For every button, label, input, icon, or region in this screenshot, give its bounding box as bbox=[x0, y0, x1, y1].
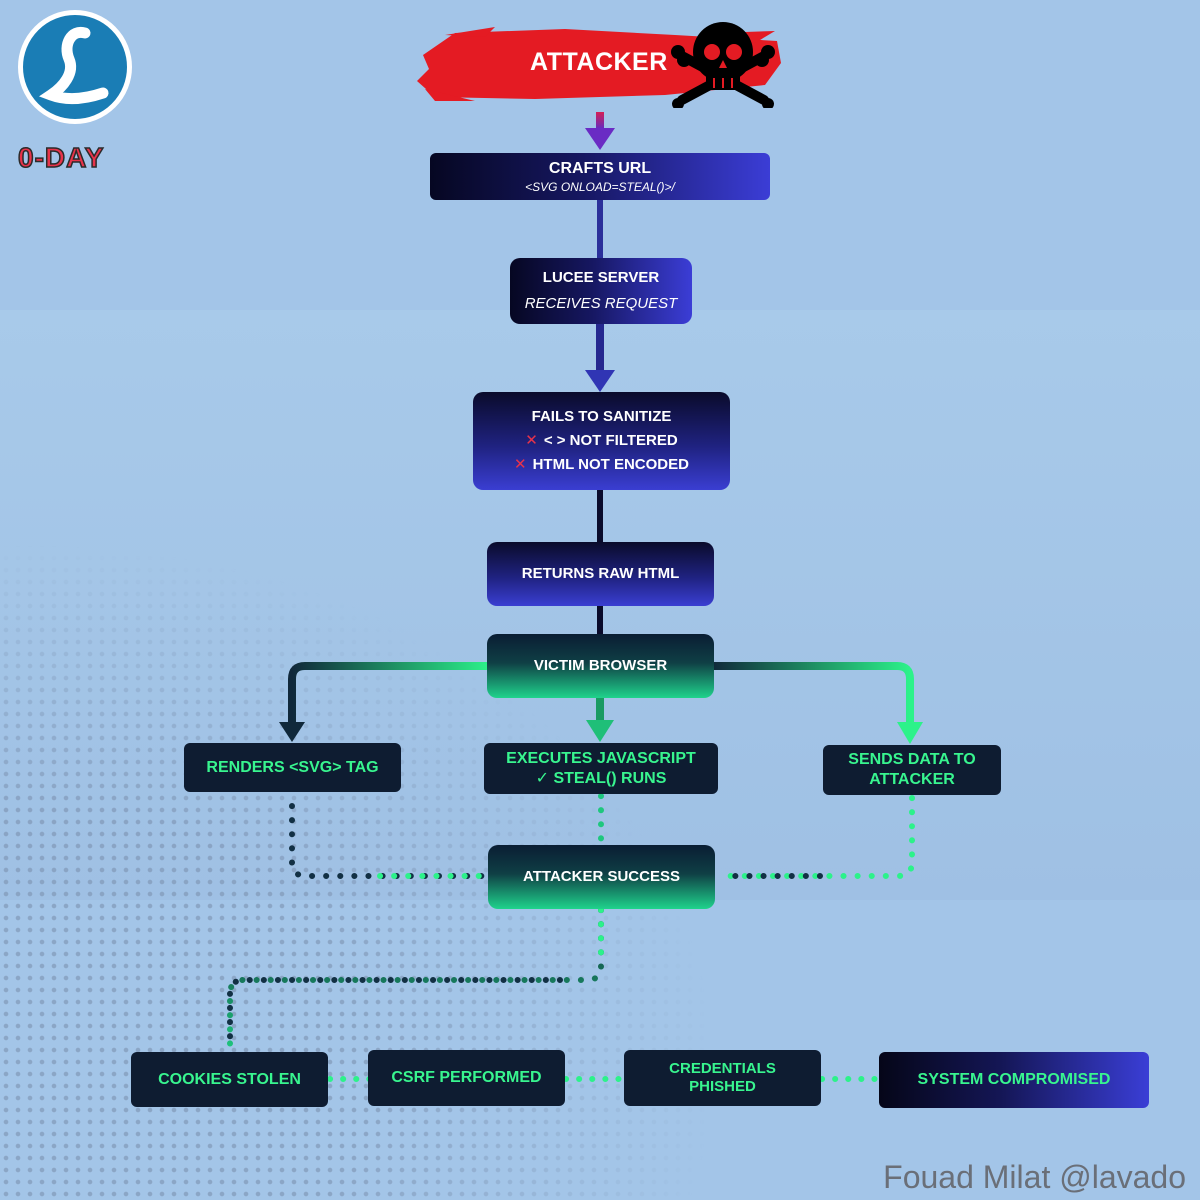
brand-label: 0-DAY bbox=[17, 141, 105, 174]
arrow-browser-to-executes bbox=[586, 698, 614, 742]
dotted-success-to-cookies bbox=[227, 907, 604, 1053]
lucee-server-detail: RECEIVES REQUEST bbox=[524, 295, 678, 312]
sanitize-item-encode: ✕ HTML NOT ENCODED bbox=[514, 455, 689, 475]
line-returns-to-browser bbox=[597, 606, 603, 636]
victim-browser-node: VICTIM BROWSER bbox=[487, 634, 714, 698]
cookies-stolen-node: COOKIES STOLEN bbox=[131, 1052, 328, 1107]
csrf-performed-node: CSRF PERFORMED bbox=[368, 1050, 565, 1106]
sanitize-item-encode-label: HTML NOT ENCODED bbox=[532, 456, 689, 474]
crafts-url-node: CRAFTS URL <SVG ONLOAD=STEAL()>/ bbox=[430, 153, 770, 200]
arrow-server-to-sanitize bbox=[585, 324, 615, 392]
dotted-sends-to-success bbox=[727, 795, 915, 879]
lucee-server-title: LUCEE SERVER bbox=[542, 268, 660, 286]
dotted-success-to-cookies-dark bbox=[227, 977, 563, 1053]
author-credit: Fouad Milat @lavado bbox=[883, 1159, 1186, 1195]
returns-raw-html-node: RETURNS RAW HTML bbox=[487, 542, 714, 606]
lucee-server-node: LUCEE SERVER RECEIVES REQUEST bbox=[510, 258, 692, 324]
credentials-phished-line2: PHISHED bbox=[689, 1078, 756, 1095]
credentials-phished-line1: CREDENTIALS bbox=[669, 1060, 776, 1077]
system-compromised-label: SYSTEM COMPROMISED bbox=[917, 1071, 1111, 1089]
arrow-browser-to-renders bbox=[279, 662, 494, 742]
sanitize-item-filter: ✕ < > NOT FILTERED bbox=[525, 431, 677, 451]
victim-browser-label: VICTIM BROWSER bbox=[533, 656, 668, 674]
executes-js-node: EXECUTES JAVASCRIPT ✓ STEAL() RUNS bbox=[484, 743, 718, 794]
line-url-to-server bbox=[597, 200, 603, 258]
x-mark-icon: ✕ bbox=[514, 456, 527, 474]
fails-sanitize-title: FAILS TO SANITIZE bbox=[531, 407, 672, 425]
system-compromised-node: SYSTEM COMPROMISED bbox=[879, 1052, 1149, 1108]
credentials-phished-node: CREDENTIALS PHISHED bbox=[624, 1050, 821, 1106]
fails-sanitize-node: FAILS TO SANITIZE ✕ < > NOT FILTERED ✕ HTM… bbox=[473, 392, 730, 490]
sends-data-line1: SENDS DATA TO bbox=[848, 751, 976, 768]
sanitize-item-filter-label: < > NOT FILTERED bbox=[543, 431, 678, 449]
cookies-stolen-label: COOKIES STOLEN bbox=[158, 1070, 301, 1088]
renders-svg-node: RENDERS <SVG> TAG bbox=[184, 743, 401, 792]
arrow-browser-to-sends bbox=[708, 662, 923, 744]
executes-js-line1: EXECUTES JAVASCRIPT bbox=[506, 749, 696, 767]
returns-raw-html-label: RETURNS RAW HTML bbox=[521, 564, 680, 582]
skull-crossbones-icon bbox=[671, 22, 775, 108]
crafts-url-detail: <SVG ONLOAD=STEAL()>/ bbox=[525, 180, 675, 195]
crafts-url-title: CRAFTS URL bbox=[548, 159, 652, 177]
renders-svg-label: RENDERS <SVG> TAG bbox=[206, 758, 379, 776]
line-sanitize-to-returns bbox=[597, 490, 603, 542]
attacker-success-label: ATTACKER SUCCESS bbox=[523, 867, 680, 885]
sends-data-line2: ATTACKER bbox=[869, 771, 955, 788]
arrow-attacker-to-url bbox=[585, 112, 615, 150]
csrf-performed-label: CSRF PERFORMED bbox=[391, 1069, 542, 1087]
dotted-renders-to-success bbox=[289, 803, 491, 879]
sends-data-node: SENDS DATA TO ATTACKER bbox=[823, 745, 1001, 795]
attacker-success-node: ATTACKER SUCCESS bbox=[488, 845, 715, 909]
x-mark-icon: ✕ bbox=[525, 431, 538, 449]
executes-js-line2: ✓ STEAL() RUNS bbox=[535, 769, 667, 787]
lucee-logo-icon bbox=[18, 10, 132, 124]
attacker-label: ATTACKER bbox=[530, 48, 668, 76]
